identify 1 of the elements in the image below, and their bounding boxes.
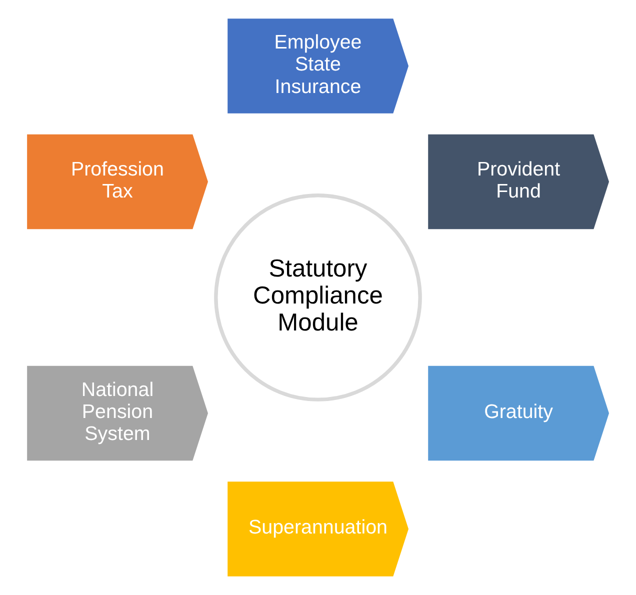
node-circle: Statutory Compliance Module <box>214 194 422 402</box>
